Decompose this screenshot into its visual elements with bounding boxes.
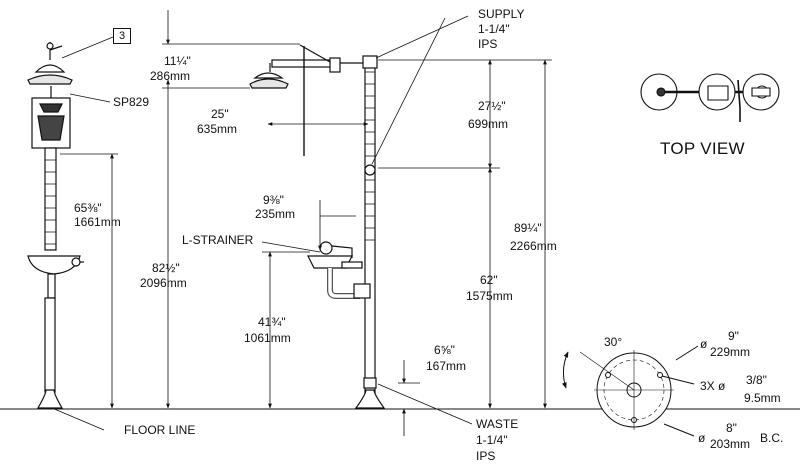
bowl-offset-in: 9⅜" — [263, 193, 284, 207]
upper-drop-mm: 699mm — [468, 117, 509, 131]
supply-height-mm: 1575mm — [466, 289, 513, 303]
supply-type: IPS — [478, 37, 498, 51]
eyewash-height-mm: 1661mm — [74, 215, 121, 229]
supply-height-in: 62" — [480, 273, 498, 287]
base-angle: 30° — [604, 335, 623, 349]
supply-size: 1-1/4" — [478, 22, 510, 36]
side-view — [249, 44, 386, 409]
model-label: SP829 — [113, 95, 150, 109]
eyewash-height-dim — [60, 153, 118, 409]
top-view-title: TOP VIEW — [660, 139, 745, 158]
waste-type: IPS — [476, 449, 496, 463]
waste-height-mm: 167mm — [426, 359, 467, 373]
head-drop-in: 11¼" — [164, 54, 191, 68]
bolt-circle-mm: 203mm — [710, 437, 751, 451]
front-view — [27, 42, 84, 409]
l-strainer-label: L-STRAINER — [182, 233, 254, 247]
waste-size: 1-1/4" — [476, 433, 508, 447]
waste-label: WASTE — [476, 417, 519, 431]
hole-dia-in: 3/8" — [746, 373, 767, 387]
head-drop-mm: 286mm — [150, 69, 191, 83]
front-view-leaders — [51, 36, 114, 431]
bolt-circle-in: 8" — [726, 421, 737, 435]
plate-dia-in: 9" — [728, 329, 739, 343]
holes-qty: 3X ø — [700, 379, 726, 393]
arm-reach-in: 25" — [211, 107, 229, 121]
bowl-offset-mm: 235mm — [255, 207, 296, 221]
bowl-height-in: 41¾" — [258, 315, 286, 329]
bolt-circle-abbrev: B.C. — [760, 431, 784, 445]
arm-reach-mm: 635mm — [197, 122, 238, 136]
plate-dia-symbol: ø — [700, 337, 708, 351]
eyewash-height-in: 65⅜" — [74, 201, 102, 215]
detail-tag: 3 — [113, 28, 131, 44]
supply-label: SUPPLY — [478, 7, 525, 21]
shower-height-in: 82½" — [152, 261, 180, 275]
shower-height-mm: 2096mm — [140, 276, 187, 290]
top-view-drawing — [640, 73, 780, 122]
waste-height-in: 6⅝" — [434, 343, 455, 357]
floor-line-label: FLOOR LINE — [124, 423, 196, 437]
plate-dia-mm: 229mm — [710, 345, 751, 359]
side-view-dims — [162, 10, 552, 436]
bolt-circle-symbol: ø — [698, 431, 706, 445]
upper-drop-in: 27½" — [478, 99, 506, 113]
overall-height-in: 89¼" — [514, 221, 542, 235]
hole-dia-mm: 9.5mm — [744, 391, 781, 405]
bowl-height-mm: 1061mm — [244, 331, 291, 345]
overall-height-mm: 2266mm — [510, 239, 557, 253]
base-plate-detail — [562, 345, 699, 437]
